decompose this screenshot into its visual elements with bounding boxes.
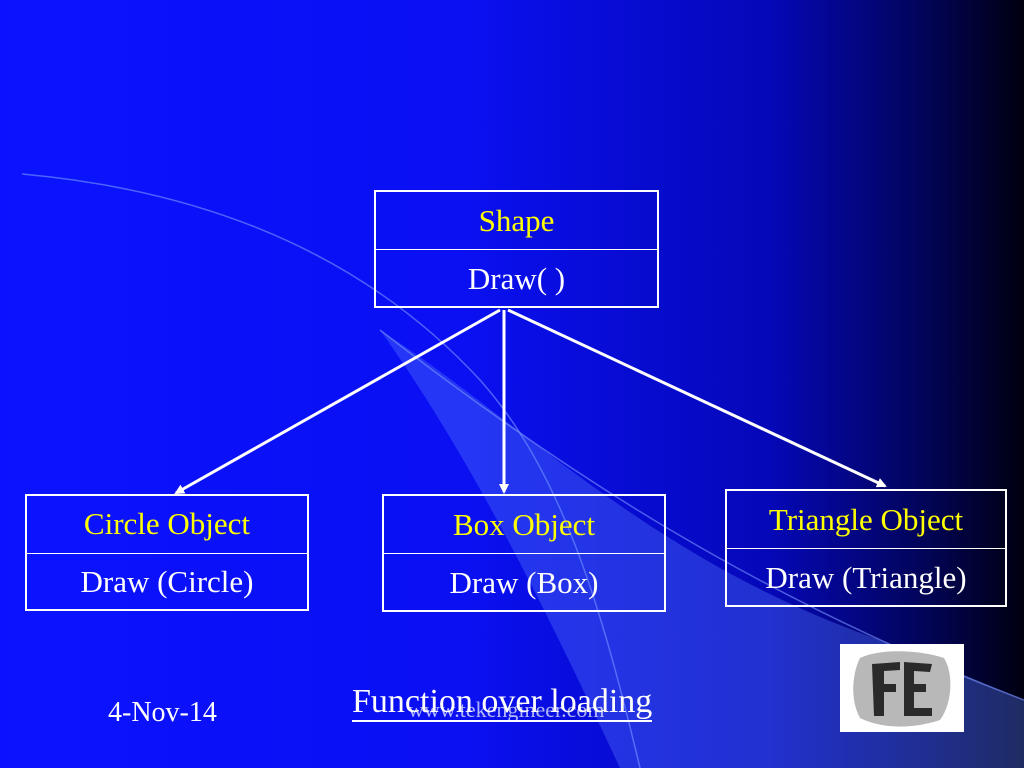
circle-object-name: Circle Object — [27, 496, 307, 554]
shape-class-box: Shape Draw( ) — [374, 190, 659, 308]
box-object-name: Box Object — [384, 496, 664, 554]
box-object-box: Box Object Draw (Box) — [382, 494, 666, 612]
circle-object-box: Circle Object Draw (Circle) — [25, 494, 309, 611]
slide-date: 4-Nov-14 — [108, 697, 217, 728]
circle-object-method: Draw (Circle) — [80, 563, 254, 599]
shape-method: Draw( ) — [467, 260, 566, 296]
fe-monogram-logo-icon — [840, 644, 964, 732]
triangle-object-name: Triangle Object — [727, 491, 1005, 549]
triangle-object-box: Triangle Object Draw (Triangle) — [725, 489, 1007, 607]
box-object-method: Draw (Box) — [449, 564, 599, 600]
shape-class-name: Shape — [376, 192, 657, 250]
triangle-object-method: Draw (Triangle) — [765, 559, 967, 595]
slide-title: Function over loading — [352, 683, 653, 722]
footer-url: www.tekengineer.com — [408, 697, 605, 722]
